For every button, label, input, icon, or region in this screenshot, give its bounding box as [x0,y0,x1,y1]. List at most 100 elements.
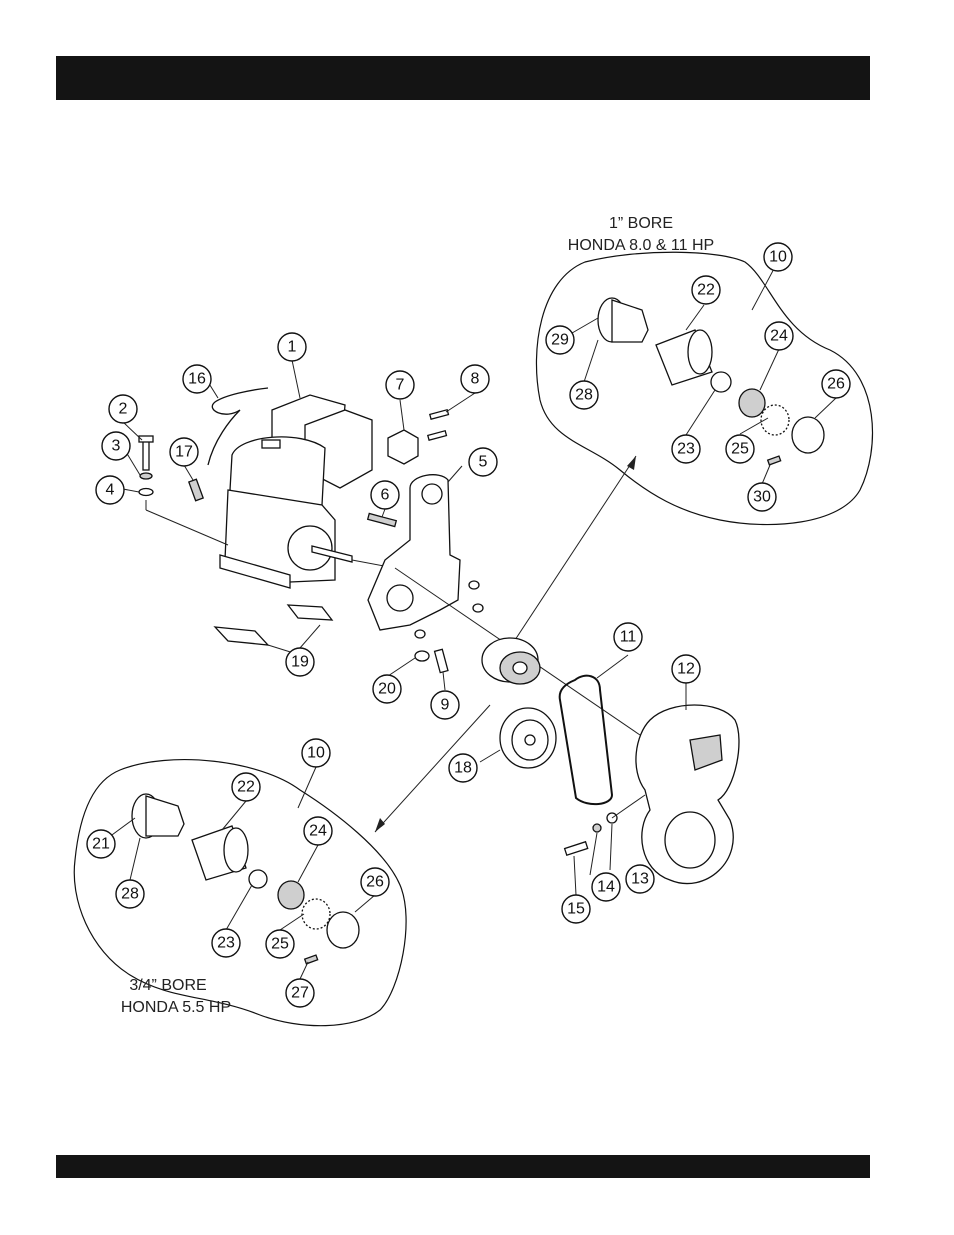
callout-23-upper: 23 [672,435,700,463]
callout-15: 15 [562,895,590,923]
engine-assembly [220,395,395,588]
clutch-bushing-34in [192,826,248,880]
bore-1in-label: 1” BORE [609,215,673,232]
svg-text:9: 9 [441,697,450,714]
callout-25-lower: 25 [266,930,294,958]
clutch-hub-1in [598,298,648,342]
svg-text:14: 14 [597,879,615,896]
svg-text:4: 4 [106,482,115,499]
svg-text:26: 26 [827,376,845,393]
shaft-key [368,513,397,526]
callout-2: 2 [109,395,137,423]
svg-text:22: 22 [697,282,715,299]
adapter-bolts [428,410,449,440]
svg-text:17: 17 [175,444,193,461]
spacer-1in [711,372,731,392]
svg-text:5: 5 [479,454,488,471]
clutch-hub-34in [132,794,184,838]
v-belt [560,676,612,804]
svg-text:16: 16 [188,371,206,388]
callout-9: 9 [431,691,459,719]
callout-26-lower: 26 [361,868,389,896]
svg-text:23: 23 [677,441,695,458]
plate-washer [415,651,429,661]
washer [473,604,483,612]
callout-11: 11 [614,623,642,651]
svg-text:25: 25 [731,441,749,458]
set-screw-1in [768,456,781,465]
svg-text:24: 24 [770,328,788,345]
callout-29: 29 [546,326,574,354]
callout-8: 8 [461,365,489,393]
clutch-bushing-1in [656,330,712,385]
retaining-ring-34in [302,899,330,929]
callout-22-lower: 22 [232,773,260,801]
svg-text:27: 27 [291,985,309,1002]
svg-text:15: 15 [567,901,585,918]
svg-text:19: 19 [291,654,309,671]
callout-13: 13 [626,865,654,893]
callout-24-upper: 24 [765,322,793,350]
svg-text:13: 13 [631,871,649,888]
svg-text:3: 3 [112,438,121,455]
guard-lock-washer [593,824,601,832]
svg-text:1: 1 [288,339,297,356]
drive-pulley [500,708,556,768]
bore-1in-engine-label: HONDA 8.0 & 11 HP [568,237,714,254]
adapter-block [388,430,418,464]
end-cap-1in [792,417,824,453]
callout-14: 14 [592,873,620,901]
svg-text:28: 28 [121,886,139,903]
svg-text:11: 11 [620,629,637,646]
callout-10-upper: 10 [764,243,792,271]
thrust-washer-34in [278,881,304,909]
svg-text:23: 23 [217,935,235,952]
callout-24-lower: 24 [304,817,332,845]
thrust-washer-1in [739,389,765,417]
callout-25-upper: 25 [726,435,754,463]
plate-bolt [435,649,448,672]
belt-guard [636,705,739,884]
svg-text:10: 10 [769,249,787,266]
svg-text:28: 28 [575,387,593,404]
callout-20: 20 [373,675,401,703]
guard-bolt [565,842,588,855]
svg-text:25: 25 [271,936,289,953]
callout-18: 18 [449,754,477,782]
callout-3: 3 [102,432,130,460]
washer [469,581,479,589]
svg-text:24: 24 [309,823,327,840]
callout-17: 17 [170,438,198,466]
callout-22-upper: 22 [692,276,720,304]
callout-28-lower: 28 [116,880,144,908]
svg-text:7: 7 [396,377,405,394]
callout-16: 16 [183,365,211,393]
callout-21: 21 [87,830,115,858]
spacer-plate [215,627,268,645]
callout-27: 27 [286,979,314,1007]
set-screw-34in [305,955,318,964]
washer [415,630,425,638]
callout-1: 1 [278,333,306,361]
svg-text:30: 30 [753,489,771,506]
callout-4: 4 [96,476,124,504]
centrifugal-clutch [482,638,540,684]
spacer-plate [288,605,332,620]
svg-text:21: 21 [92,836,110,853]
bore-34in-label: 3/4” BORE [129,977,206,994]
svg-text:2: 2 [119,401,128,418]
callout-6: 6 [371,481,399,509]
callout-26-upper: 26 [822,370,850,398]
callout-7: 7 [386,371,414,399]
end-cap-34in [327,912,359,948]
callout-19: 19 [286,648,314,676]
svg-text:20: 20 [378,681,396,698]
svg-text:22: 22 [237,779,255,796]
svg-text:18: 18 [454,760,472,777]
svg-text:10: 10 [307,745,325,762]
svg-text:12: 12 [677,661,695,678]
spark-plug [189,479,203,501]
svg-text:29: 29 [551,332,569,349]
svg-text:8: 8 [471,371,480,388]
